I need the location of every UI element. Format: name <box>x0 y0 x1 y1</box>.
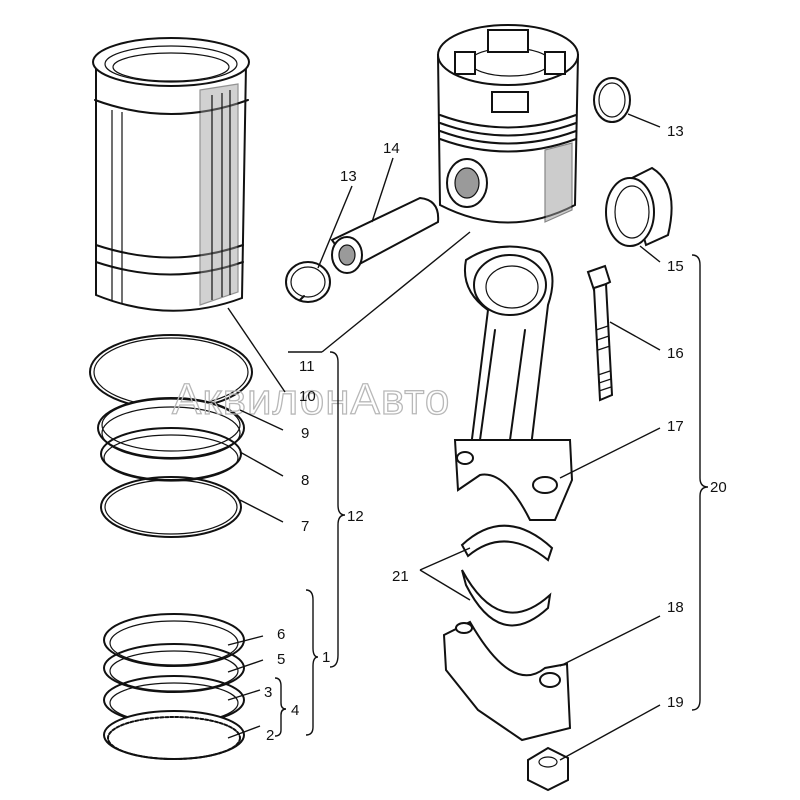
callout-4: 4 <box>291 702 299 719</box>
callout-7: 7 <box>301 518 309 535</box>
rod-bolt <box>586 264 614 402</box>
callout-13-left: 13 <box>340 168 357 185</box>
callout-15: 15 <box>667 258 684 275</box>
bracket-20 <box>691 254 709 711</box>
callout-18: 18 <box>667 599 684 616</box>
rod-nut <box>527 746 569 792</box>
piston-ring-2 <box>103 710 245 760</box>
callout-1: 1 <box>322 649 330 666</box>
circlip-right <box>593 77 631 123</box>
callout-13-right: 13 <box>667 123 684 140</box>
callout-2: 2 <box>266 727 274 744</box>
piston-ring-5 <box>103 643 245 693</box>
rod-cap <box>442 620 572 742</box>
bracket-12 <box>329 351 346 668</box>
callout-6: 6 <box>277 626 285 643</box>
callout-12: 12 <box>347 508 364 525</box>
callout-17: 17 <box>667 418 684 435</box>
leader-lines <box>227 113 661 761</box>
bracket-4 <box>274 677 287 737</box>
callout-3: 3 <box>264 684 272 701</box>
piston-pin <box>330 196 440 274</box>
bearing-shell-upper <box>460 524 554 562</box>
watermark-text: АквилонАвто <box>172 375 450 424</box>
connecting-rod <box>453 245 574 521</box>
callout-11: 11 <box>299 358 315 375</box>
callout-16: 16 <box>667 345 684 362</box>
callout-21: 21 <box>392 568 409 585</box>
callout-5: 5 <box>277 651 285 668</box>
callout-8: 8 <box>301 472 309 489</box>
callout-9: 9 <box>301 425 309 442</box>
callout-10: 10 <box>299 388 316 405</box>
small-end-bushing <box>605 166 673 247</box>
piston <box>436 24 580 224</box>
callout-20: 20 <box>710 479 727 496</box>
bracket-1 <box>305 589 319 736</box>
seal-ring-7 <box>100 476 242 538</box>
callout-14: 14 <box>383 140 400 157</box>
callout-19: 19 <box>667 694 684 711</box>
cylinder-liner <box>92 37 250 312</box>
circlip-left <box>285 261 331 303</box>
bearing-shell-lower <box>461 569 552 627</box>
